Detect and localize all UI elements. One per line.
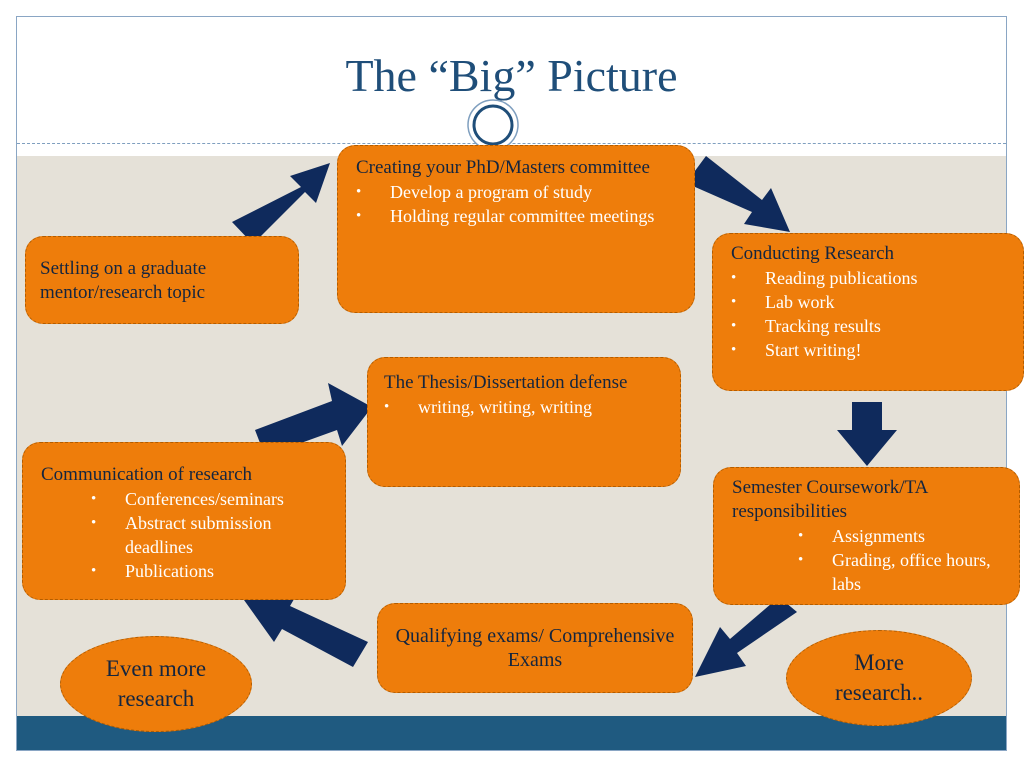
communication-bullet: Abstract submission deadlines bbox=[91, 511, 335, 559]
title-divider bbox=[17, 143, 1006, 144]
thesis-box: The Thesis/Dissertation defense writing,… bbox=[367, 357, 681, 487]
ring-ornament-icon bbox=[467, 99, 519, 151]
qualifying-text: Qualifying exams/ Comprehensive Exams bbox=[395, 625, 675, 671]
conducting-bullet: Start writing! bbox=[731, 338, 1013, 362]
qualifying-box: Qualifying exams/ Comprehensive Exams bbox=[377, 603, 693, 693]
committee-box: Creating your PhD/Masters committee Deve… bbox=[337, 145, 695, 313]
settling-box: Settling on a graduate mentor/research t… bbox=[25, 236, 299, 324]
conducting-heading: Conducting Research bbox=[731, 243, 895, 264]
thesis-heading: The Thesis/Dissertation defense bbox=[384, 372, 628, 393]
thesis-bullet: writing, writing, writing bbox=[384, 395, 666, 419]
committee-heading: Creating your PhD/Masters committee bbox=[356, 157, 650, 178]
even-more-research-text: Even more research bbox=[105, 656, 207, 711]
semester-heading: Semester Coursework/TA responsibilities bbox=[732, 477, 928, 522]
conducting-box: Conducting Research Reading publications… bbox=[712, 233, 1024, 391]
settling-text: Settling on a graduate mentor/research t… bbox=[40, 258, 207, 303]
committee-bullet: Develop a program of study bbox=[356, 180, 680, 204]
semester-box: Semester Coursework/TA responsibilities … bbox=[713, 467, 1020, 605]
conducting-bullet: Lab work bbox=[731, 290, 1013, 314]
committee-bullet: Holding regular committee meetings bbox=[356, 204, 680, 228]
more-research-text: More research.. bbox=[834, 650, 924, 705]
communication-box: Communication of research Conferences/se… bbox=[22, 442, 346, 600]
conducting-bullet: Reading publications bbox=[731, 266, 1013, 290]
communication-heading: Communication of research bbox=[41, 464, 253, 485]
semester-bullet: Grading, office hours, labs bbox=[798, 548, 1002, 596]
even-more-research-oval: Even more research bbox=[60, 636, 252, 732]
communication-bullet: Conferences/seminars bbox=[91, 487, 335, 511]
slide-title: The “Big” Picture bbox=[345, 50, 678, 101]
more-research-oval: More research.. bbox=[786, 630, 972, 726]
conducting-bullet: Tracking results bbox=[731, 314, 1013, 338]
communication-bullet: Publications bbox=[91, 559, 335, 583]
semester-bullet: Assignments bbox=[798, 524, 1002, 548]
